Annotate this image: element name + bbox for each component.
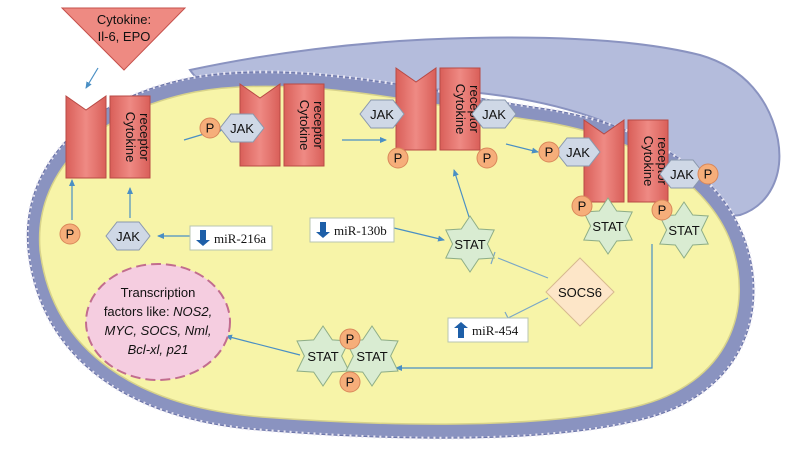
jak-label: JAK — [482, 107, 506, 122]
inhibit-socs-stat — [497, 257, 549, 279]
p-r4-right: P — [697, 163, 719, 185]
jak-label: JAK — [670, 167, 694, 182]
p-r4-left: P — [538, 141, 560, 163]
jak-label: JAK — [116, 229, 140, 244]
p-label: P — [545, 145, 554, 160]
arrow-stat-to-receptor — [452, 169, 471, 221]
p-r2: P — [199, 117, 221, 139]
jak-r4-right: JAK — [659, 159, 705, 189]
arrow-cytokine-to-receptor — [85, 67, 99, 89]
p-dimer-bottom: P — [339, 371, 361, 393]
inhibit-mir454-socs — [507, 297, 549, 319]
jak-r2: JAK — [219, 113, 265, 143]
jak-r4-left: JAK — [555, 137, 601, 167]
membrane-beads — [25, 70, 756, 440]
receptor-label-1: Cytokine — [123, 112, 138, 163]
stat-label: STAT — [668, 223, 699, 238]
receptor-label-1: Cytokine — [297, 100, 312, 151]
stat-dimer-left: STAT — [296, 325, 350, 387]
arrow-mir130-to-stat — [393, 227, 445, 242]
jak-label: JAK — [370, 107, 394, 122]
p-label: P — [578, 199, 587, 214]
arrow-r4-to-dimer — [395, 244, 653, 371]
down-arrow-icon — [316, 222, 330, 238]
stat-label: STAT — [356, 349, 387, 364]
p-dimer-top: P — [339, 328, 361, 350]
jak-r3-right: JAK — [471, 99, 517, 129]
mirna-box-1: miR-216a — [189, 225, 273, 251]
p-free: P — [59, 223, 81, 245]
p-label: P — [206, 121, 215, 136]
cytokine-label-1: Cytokine: — [97, 12, 151, 27]
tf-line-4: Bcl-xl, p21 — [128, 342, 189, 357]
p-label: P — [704, 167, 713, 182]
mirna-label: miR-216a — [214, 231, 266, 246]
stat-r4-right: STAT — [659, 201, 709, 259]
nucleus: Transcription factors like: NOS2, MYC, S… — [85, 263, 231, 381]
mirna-label: miR-130b — [334, 223, 387, 238]
arrow-dimer-to-nucleus — [225, 334, 301, 356]
stat-label: STAT — [307, 349, 338, 364]
socs6: SOCS6 — [545, 257, 615, 327]
p-label: P — [483, 151, 492, 166]
p-label: P — [66, 227, 75, 242]
stat-free: STAT — [445, 215, 495, 273]
mirna-box-3: miR-454 — [447, 317, 529, 343]
p-label: P — [346, 375, 355, 390]
p-label: P — [394, 151, 403, 166]
tf-line-3: MYC, SOCS, Nml, — [105, 323, 212, 338]
up-arrow-icon — [454, 322, 468, 338]
tf-line-2: factors like: NOS2, — [104, 304, 212, 319]
down-arrow-icon — [196, 230, 210, 246]
arrow-r3-to-r4 — [505, 143, 539, 154]
receptor-label-2: receptor — [311, 101, 326, 149]
mirna-label: miR-454 — [472, 323, 519, 338]
socs6-label: SOCS6 — [558, 285, 602, 300]
p-label: P — [346, 332, 355, 347]
p-stat-r4-left: P — [571, 195, 593, 217]
p-label: P — [658, 203, 667, 218]
stat-label: STAT — [592, 219, 623, 234]
p-stat-r4-right: P — [651, 199, 673, 221]
cytokine-label-2: Il-6, EPO — [98, 29, 151, 44]
jak-label: JAK — [566, 145, 590, 160]
cytokine-ligand: Cytokine: Il-6, EPO — [60, 7, 187, 71]
p-r3-right: P — [476, 147, 498, 169]
receptor-label-1: Cytokine — [453, 84, 468, 135]
arrows — [69, 67, 539, 356]
jak-r3-left: JAK — [359, 99, 405, 129]
receptor-label-2: receptor — [137, 113, 152, 161]
tf-line-1: Transcription — [121, 285, 196, 300]
receptor-label-1: Cytokine — [641, 136, 656, 187]
jak-label: JAK — [230, 121, 254, 136]
mirna-box-2: miR-130b — [309, 217, 395, 243]
p-r3-left: P — [387, 147, 409, 169]
stat-label: STAT — [454, 237, 485, 252]
jak-free: JAK — [105, 221, 151, 251]
